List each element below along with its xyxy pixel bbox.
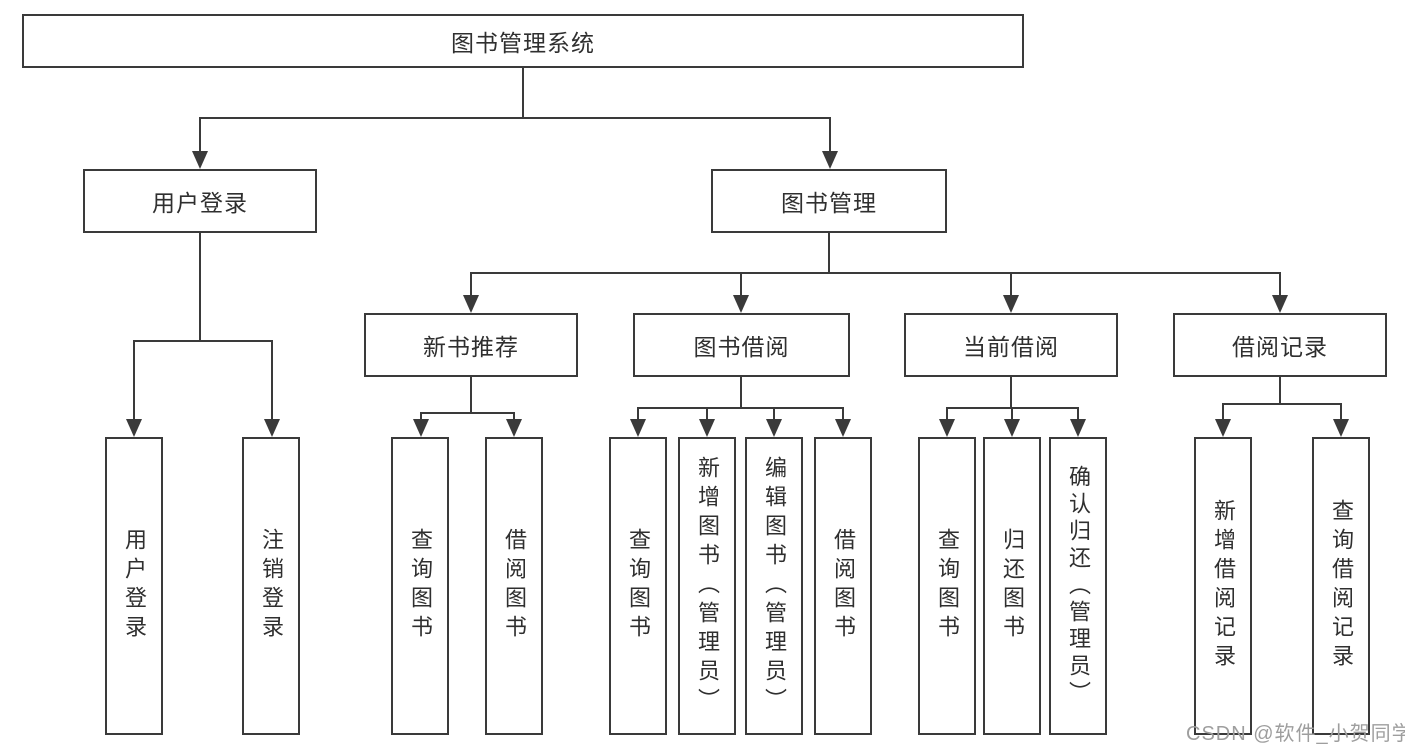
connector-line bbox=[773, 407, 775, 419]
node-label: 确认归还（管理员） bbox=[1066, 464, 1091, 708]
leaf-logout: 注销登录 bbox=[242, 437, 300, 735]
node-borrowing-records: 借阅记录 bbox=[1173, 313, 1387, 377]
arrow-down-icon bbox=[939, 419, 955, 437]
arrow-down-icon bbox=[1004, 419, 1020, 437]
leaf-user-login: 用户登录 bbox=[105, 437, 163, 735]
connector-line bbox=[1279, 377, 1281, 403]
arrow-down-icon bbox=[413, 419, 429, 437]
node-label: 借阅图书 bbox=[502, 528, 527, 644]
node-label: 新增借阅记录 bbox=[1211, 499, 1236, 673]
leaf-query-books-recommend: 查询图书 bbox=[391, 437, 449, 735]
leaf-edit-books-admin: 编辑图书（管理员） bbox=[745, 437, 803, 735]
arrow-down-icon bbox=[1070, 419, 1086, 437]
connector-line bbox=[199, 117, 831, 119]
node-label: 新增图书（管理员） bbox=[695, 455, 720, 717]
node-book-borrowing: 图书借阅 bbox=[633, 313, 850, 377]
leaf-add-borrowing-record: 新增借阅记录 bbox=[1194, 437, 1252, 735]
connector-line bbox=[470, 272, 1281, 274]
arrow-down-icon bbox=[733, 295, 749, 313]
node-label: 注销登录 bbox=[259, 528, 284, 644]
arrow-down-icon bbox=[1003, 295, 1019, 313]
connector-line bbox=[740, 272, 742, 295]
node-user-login: 用户登录 bbox=[83, 169, 317, 233]
node-library-management-system: 图书管理系统 bbox=[22, 14, 1024, 68]
connector-line bbox=[199, 233, 201, 340]
connector-line bbox=[1222, 403, 1224, 419]
arrow-down-icon bbox=[766, 419, 782, 437]
arrow-down-icon bbox=[630, 419, 646, 437]
node-label: 用户登录 bbox=[152, 190, 248, 216]
node-label: 图书借阅 bbox=[693, 334, 790, 360]
leaf-add-books-admin: 新增图书（管理员） bbox=[678, 437, 736, 735]
connector-line bbox=[638, 407, 844, 409]
connector-line bbox=[706, 407, 708, 419]
connector-line bbox=[1010, 377, 1012, 407]
arrow-down-icon bbox=[1215, 419, 1231, 437]
node-label: 查询借阅记录 bbox=[1329, 499, 1354, 673]
connector-line bbox=[946, 407, 948, 419]
connector-line bbox=[1011, 407, 1013, 419]
connector-line bbox=[271, 340, 273, 419]
connector-line bbox=[133, 340, 135, 419]
connector-line bbox=[470, 377, 472, 412]
leaf-return-books: 归还图书 bbox=[983, 437, 1041, 735]
node-label: 用户登录 bbox=[122, 528, 147, 644]
leaf-borrow-books-recommend: 借阅图书 bbox=[485, 437, 543, 735]
node-label: 借阅图书 bbox=[831, 528, 856, 644]
leaf-borrow-books: 借阅图书 bbox=[814, 437, 872, 735]
node-label: 图书管理系统 bbox=[451, 30, 595, 56]
leaf-query-borrowing-record: 查询借阅记录 bbox=[1312, 437, 1370, 735]
arrow-down-icon bbox=[1333, 419, 1349, 437]
arrow-down-icon bbox=[506, 419, 522, 437]
connector-line bbox=[829, 117, 831, 153]
connector-line bbox=[1077, 407, 1079, 419]
connector-line bbox=[828, 233, 830, 272]
connector-line bbox=[420, 412, 515, 414]
arrow-down-icon bbox=[463, 295, 479, 313]
arrow-down-icon bbox=[264, 419, 280, 437]
connector-line bbox=[740, 377, 742, 407]
connector-line bbox=[1340, 403, 1342, 419]
node-label: 归还图书 bbox=[1000, 528, 1025, 644]
connector-line bbox=[1279, 272, 1281, 295]
node-current-borrowing: 当前借阅 bbox=[904, 313, 1118, 377]
arrow-down-icon bbox=[822, 151, 838, 169]
node-label: 新书推荐 bbox=[423, 334, 519, 360]
arrow-down-icon bbox=[126, 419, 142, 437]
connector-line bbox=[420, 412, 422, 419]
connector-line bbox=[842, 407, 844, 419]
connector-line bbox=[637, 407, 639, 419]
connector-line bbox=[1010, 272, 1012, 295]
connector-line bbox=[522, 68, 524, 117]
arrow-down-icon bbox=[1272, 295, 1288, 313]
arrow-down-icon bbox=[699, 419, 715, 437]
connector-line bbox=[470, 272, 472, 295]
watermark: CSDN @软件_小贺同学 bbox=[1186, 723, 1405, 745]
leaf-query-books-current: 查询图书 bbox=[918, 437, 976, 735]
arrow-down-icon bbox=[835, 419, 851, 437]
leaf-query-books-borrowing: 查询图书 bbox=[609, 437, 667, 735]
connector-line bbox=[133, 340, 273, 342]
node-label: 查询图书 bbox=[408, 528, 433, 644]
node-label: 查询图书 bbox=[626, 528, 651, 644]
connector-line bbox=[513, 412, 515, 419]
node-book-management: 图书管理 bbox=[711, 169, 947, 233]
node-label: 当前借阅 bbox=[963, 334, 1059, 360]
connector-line bbox=[1222, 403, 1342, 405]
arrow-down-icon bbox=[192, 151, 208, 169]
connector-line bbox=[199, 117, 201, 153]
node-label: 借阅记录 bbox=[1232, 334, 1328, 360]
leaf-confirm-return-admin: 确认归还（管理员） bbox=[1049, 437, 1107, 735]
node-new-book-recommend: 新书推荐 bbox=[364, 313, 578, 377]
node-label: 查询图书 bbox=[935, 528, 960, 644]
node-label: 图书管理 bbox=[781, 190, 877, 216]
node-label: 编辑图书（管理员） bbox=[762, 455, 787, 717]
